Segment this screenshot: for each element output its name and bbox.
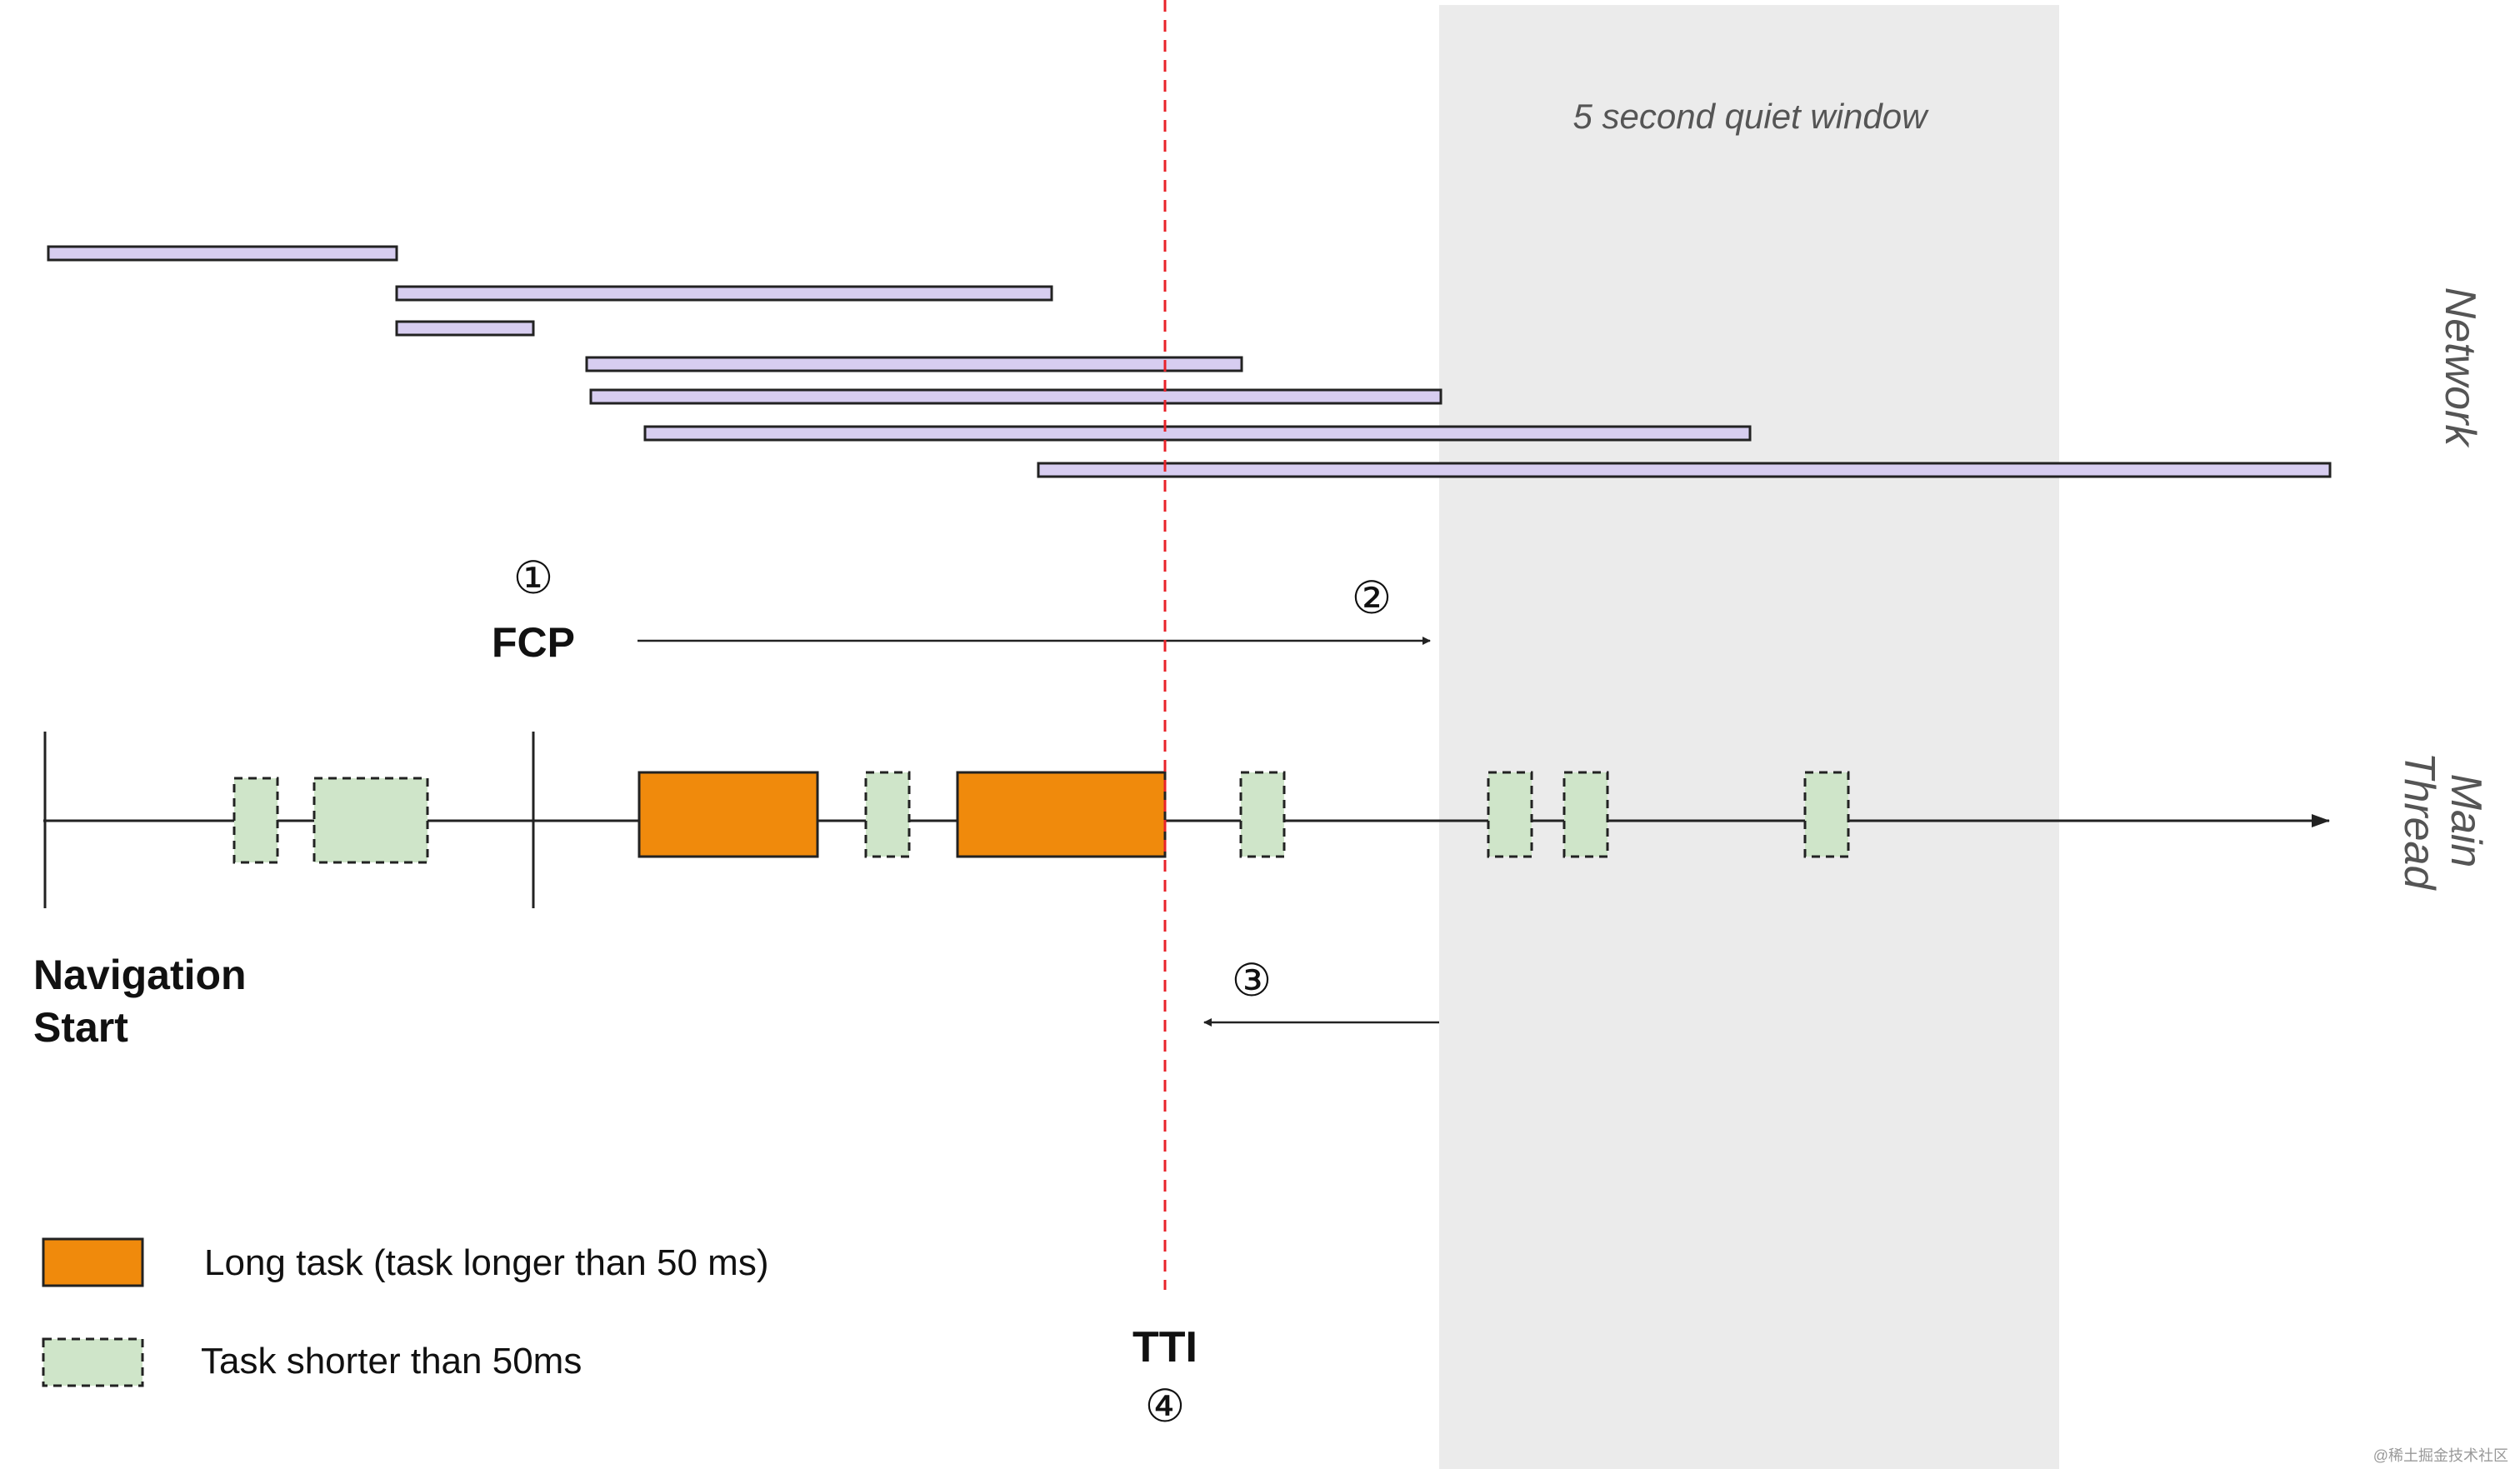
network-bar [395,320,535,337]
watermark: @稀土掘金技术社区 [2373,1447,2508,1464]
legend-long-task-swatch [42,1237,144,1287]
network-bar [395,285,1053,302]
step-marker-3: ③ [1232,956,1272,1006]
step-marker-1: ① [513,553,553,603]
fcp-label: FCP [492,619,575,666]
network-requests [47,245,2332,478]
legend: Long task (task longer than 50 ms) Task … [42,1237,768,1387]
network-bar [585,356,1243,372]
main-thread-label: Main Thread [2395,752,2490,892]
quiet-window-label: 5 second quiet window [1573,97,1930,136]
long-tasks [638,771,1167,858]
main-thread-label-line1: Main [2442,774,2490,868]
navigation-start-label-line1: Navigation [33,952,247,998]
network-bar [1037,462,2332,478]
legend-short-task-label: Task shorter than 50ms [201,1341,582,1382]
short-task [1487,771,1533,858]
network-bar [589,388,1442,405]
tti-label: TTI [1132,1323,1198,1372]
network-label: Network [2436,287,2484,449]
short-task [232,777,279,864]
network-bar [47,245,398,262]
short-task [864,771,911,858]
short-task [1803,771,1850,858]
short-task [1239,771,1286,858]
network-bar [643,425,1752,442]
main-thread-label-line2: Thread [2395,752,2443,892]
step-marker-4: ④ [1145,1382,1185,1432]
short-tasks [232,771,1850,864]
long-task [638,771,819,858]
quiet-window-region [1439,5,2059,1469]
legend-short-task-swatch [42,1337,144,1387]
short-task [312,777,429,864]
long-task [956,771,1167,858]
step-marker-2: ② [1352,573,1392,623]
navigation-start-label-line2: Start [33,1004,128,1051]
legend-long-task-label: Long task (task longer than 50 ms) [204,1242,768,1283]
short-task [1562,771,1609,858]
